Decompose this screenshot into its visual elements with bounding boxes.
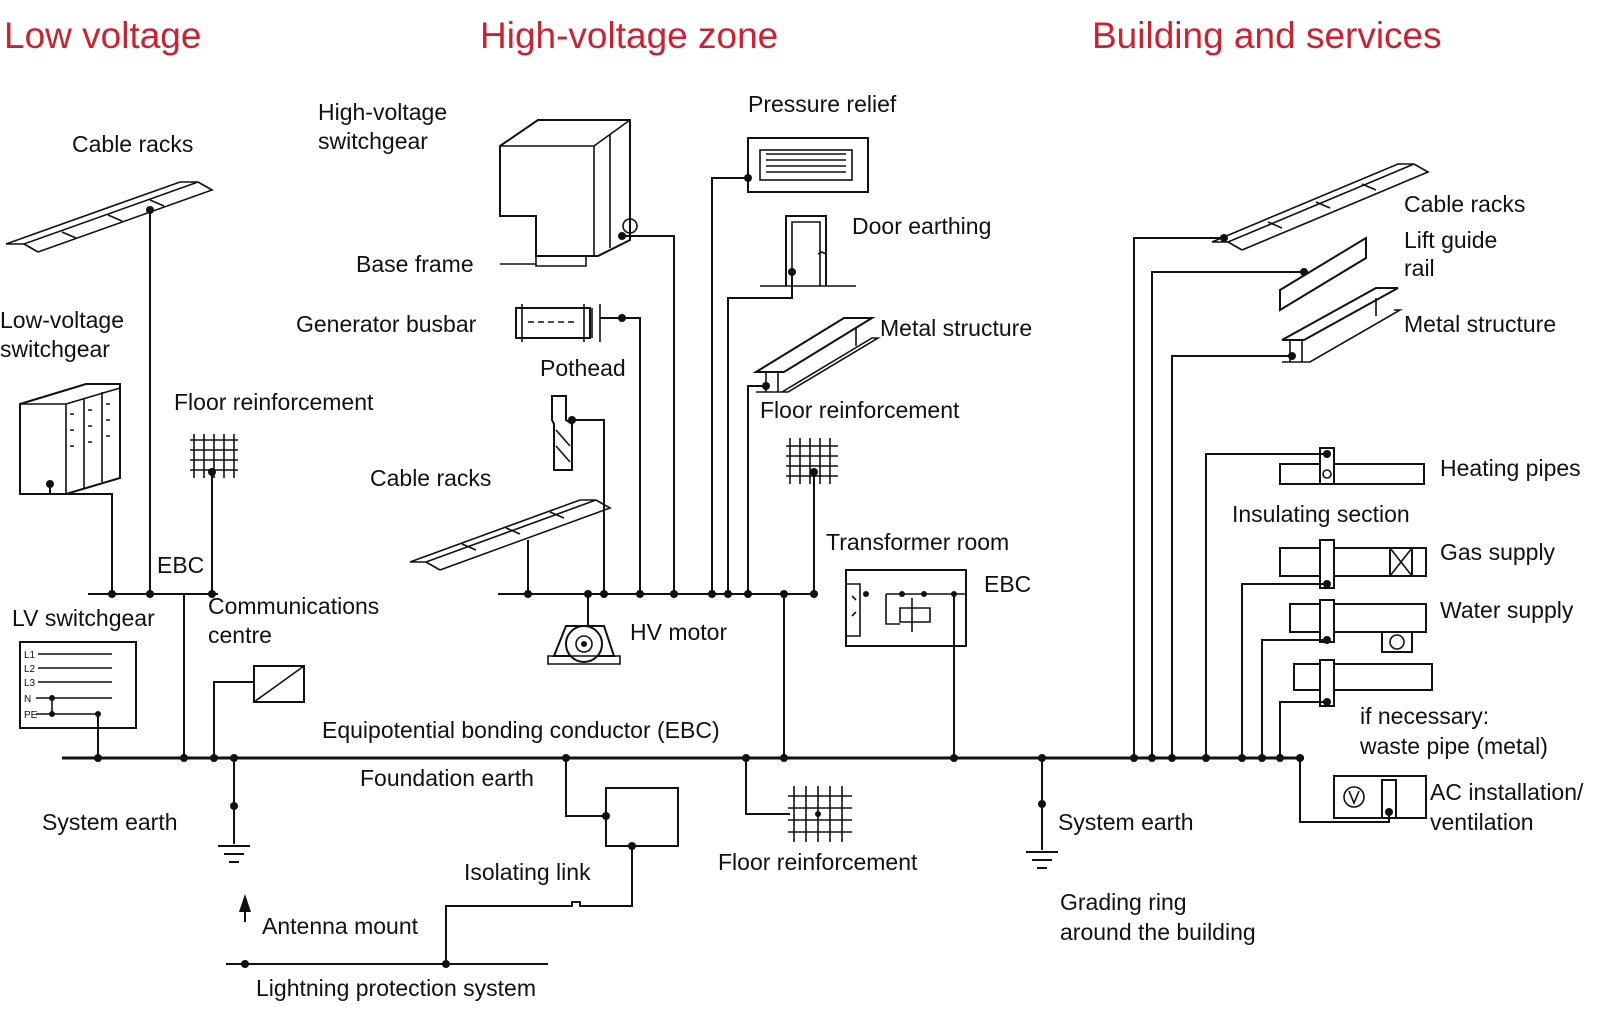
hv-switchgear-label-line1: High-voltage — [318, 99, 447, 125]
gas-supply-pipe-icon — [1279, 539, 1427, 589]
hv-motor-icon — [547, 625, 621, 665]
lv-floor-reinforcement-label: Floor reinforcement — [174, 389, 374, 415]
door-frame-icon — [760, 215, 856, 287]
hv-motor-label: HV motor — [630, 619, 727, 645]
lift-guide-rail-label-line2: rail — [1404, 255, 1435, 281]
zone-heading-high-voltage: High-voltage zone — [480, 15, 778, 56]
communications-box-icon — [253, 665, 305, 703]
isolating-link-label: Isolating link — [464, 859, 591, 885]
building-cable-rack-icon — [1211, 163, 1430, 251]
ac-ventilation-unit-icon — [1333, 775, 1427, 819]
transformer-room-label: Transformer room — [826, 529, 1009, 555]
generator-busbar-icon — [515, 304, 626, 342]
building-metal-structure-label: Metal structure — [1404, 311, 1556, 337]
communications-label-line1: Communications — [208, 593, 379, 619]
lv-earth-symbol — [218, 845, 250, 863]
water-supply-label: Water supply — [1440, 597, 1574, 623]
lv-terminal-L2: L2 — [24, 664, 36, 675]
water-supply-pipe-icon — [1289, 599, 1427, 653]
grading-ring-label-line1: Grading ring — [1060, 889, 1187, 915]
lv-switchgear-cabinet-icon — [19, 383, 121, 495]
generator-busbar-label: Generator busbar — [296, 311, 477, 337]
insulating-section-label: Insulating section — [1232, 501, 1410, 527]
waste-pipe-label-line2: waste pipe (metal) — [1359, 733, 1548, 759]
lift-guide-rail-icon — [1279, 236, 1367, 312]
door-earthing-label: Door earthing — [852, 213, 991, 239]
hv-switchgear-icon — [499, 119, 638, 267]
lv-terminal-PE: PE — [24, 710, 38, 721]
lv-cable-rack-icon — [5, 181, 214, 253]
ac-ventilation-label-line2: ventilation — [1430, 809, 1534, 835]
lv-ebc-label: EBC — [157, 552, 204, 578]
ebc-conductor-label: Equipotential bonding conductor (EBC) — [322, 717, 720, 743]
foundation-earth-box-icon — [602, 787, 679, 850]
transformer-room-icon — [845, 569, 967, 647]
lv-switchgear-panel-icon: L1 L2 L3 N PE — [19, 641, 137, 729]
building-system-earth-label: System earth — [1058, 809, 1194, 835]
ac-ventilation-label-line1: AC installation/ — [1430, 779, 1584, 805]
heating-pipes-icon — [1279, 447, 1425, 485]
pothead-label: Pothead — [540, 355, 626, 381]
bonding-floor-reinforcement-label: Floor reinforcement — [718, 849, 918, 875]
hv-cable-racks-label: Cable racks — [370, 465, 491, 491]
antenna-mount-label: Antenna mount — [262, 913, 419, 939]
zone-heading-low-voltage: Low voltage — [4, 15, 201, 56]
lv-switchgear-label-line2: switchgear — [0, 336, 110, 362]
foundation-earth-label: Foundation earth — [360, 765, 534, 791]
hv-switchgear-label-line2: switchgear — [318, 128, 428, 154]
lv-switchgear-label-line1: Low-voltage — [0, 307, 124, 333]
waste-pipe-icon — [1293, 659, 1433, 707]
lv-terminal-L1: L1 — [24, 650, 36, 661]
gas-supply-label: Gas supply — [1440, 539, 1556, 565]
pressure-relief-label: Pressure relief — [748, 91, 897, 117]
hv-metal-structure-label: Metal structure — [880, 315, 1032, 341]
pressure-relief-icon — [744, 137, 869, 193]
heating-pipes-label: Heating pipes — [1440, 455, 1581, 481]
lv-floor-reinforcement-grid-icon — [190, 434, 238, 478]
hv-cable-rack-icon — [409, 499, 612, 571]
grading-ring-label-line2: around the building — [1060, 919, 1256, 945]
lv-system-earth-label: System earth — [42, 809, 178, 835]
lightning-protection-label: Lightning protection system — [256, 975, 536, 1001]
communications-label-line2: centre — [208, 622, 272, 648]
building-earth-symbol — [1026, 851, 1058, 869]
bonding-floor-reinforcement-grid-icon — [788, 786, 852, 842]
antenna-arrow-icon — [239, 894, 251, 922]
hv-metal-beam-icon — [752, 317, 881, 393]
waste-pipe-label-line1: if necessary: — [1360, 703, 1489, 729]
lv-cable-racks-label: Cable racks — [72, 131, 193, 157]
transformer-ebc-label: EBC — [984, 571, 1031, 597]
lift-guide-rail-label-line1: Lift guide — [1404, 227, 1497, 253]
hv-floor-reinforcement-label: Floor reinforcement — [760, 397, 960, 423]
lv-terminal-L3: L3 — [24, 678, 36, 689]
hv-floor-reinforcement-grid-icon — [786, 438, 838, 484]
base-frame-label: Base frame — [356, 251, 474, 277]
zone-heading-building: Building and services — [1092, 15, 1442, 56]
building-cable-racks-label: Cable racks — [1404, 191, 1525, 217]
lv-panel-label: LV switchgear — [12, 605, 155, 631]
pothead-icon — [551, 395, 576, 471]
lv-terminal-N: N — [24, 694, 31, 705]
building-metal-beam-icon — [1281, 287, 1403, 363]
